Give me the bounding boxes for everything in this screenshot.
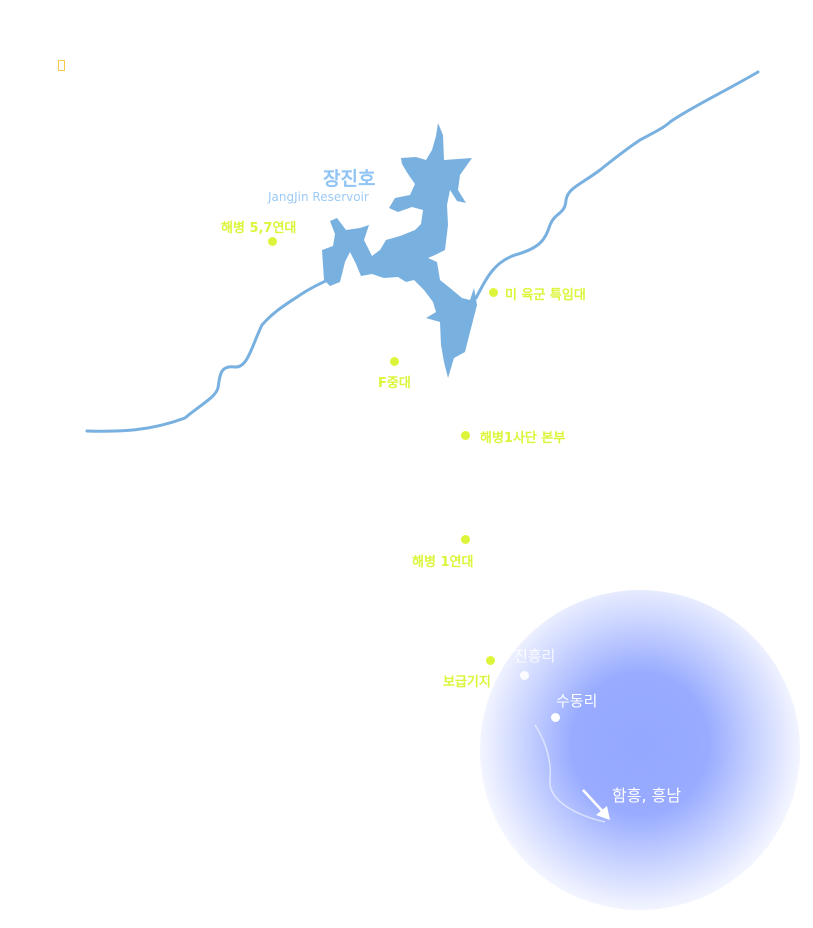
river-left <box>85 274 337 433</box>
river-right <box>474 70 760 300</box>
arrow-head-icon <box>596 806 610 820</box>
location-label: 해병 5,7연대 <box>221 221 297 236</box>
location-label: 미 육군 특임대 <box>505 288 586 303</box>
location-label: 해병 1연대 <box>412 555 474 570</box>
location-dot[interactable] <box>268 237 277 246</box>
location-dot[interactable] <box>461 431 470 440</box>
location-label: F중대 <box>378 376 411 391</box>
map-marker-icon <box>58 60 65 71</box>
location-dot[interactable] <box>489 288 498 297</box>
location-label: 보급기지 <box>443 675 491 690</box>
jangjin-reservoir <box>322 123 477 378</box>
reservoir-name-ko: 장진호 <box>323 168 376 190</box>
location-dot[interactable] <box>390 357 399 366</box>
town-label: 수동리 <box>556 692 598 710</box>
town-dot[interactable] <box>551 713 560 722</box>
location-dot[interactable] <box>461 535 470 544</box>
reservoir-name-en: JangJin Reservoir <box>268 190 369 204</box>
destination-label: 함흥, 흥남 <box>612 786 682 805</box>
location-label: 해병1사단 본부 <box>480 431 566 446</box>
highlight-glow <box>480 590 800 910</box>
town-label: 진흥리 <box>514 647 556 665</box>
location-dot[interactable] <box>486 656 495 665</box>
road-south <box>534 724 606 823</box>
town-dot[interactable] <box>520 671 529 680</box>
